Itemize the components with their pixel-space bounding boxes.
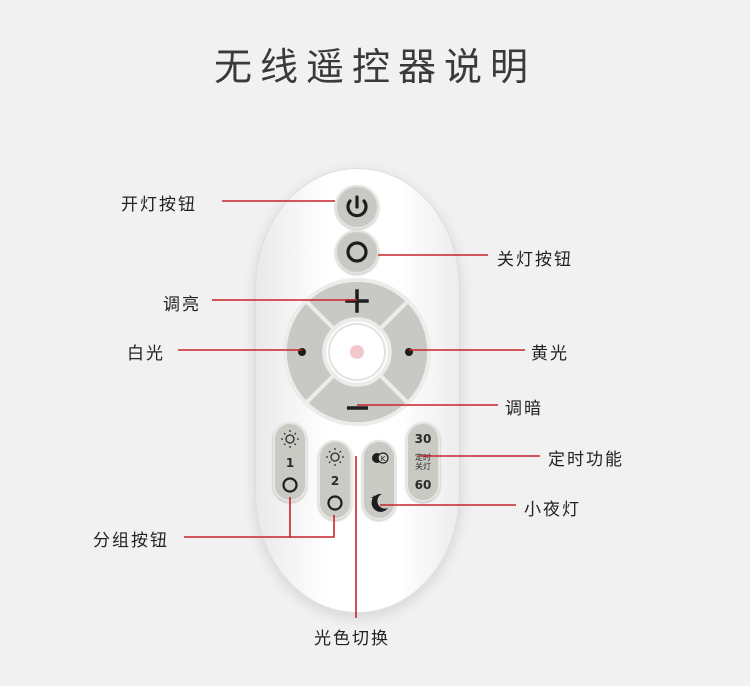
k-symbol: K	[381, 455, 386, 463]
label-dim: 调暗	[505, 399, 543, 419]
page-title: 无线遥控器说明	[213, 45, 536, 89]
group-1-label: 1	[285, 456, 295, 470]
moon-icon[interactable]	[364, 490, 394, 516]
label-yellow-light: 黄光	[531, 344, 569, 364]
color-temperature-icon[interactable]: K	[364, 447, 394, 469]
circle-icon	[327, 495, 343, 511]
circle-icon	[346, 241, 368, 263]
color-switch-night-pill: K	[362, 440, 396, 520]
timer-60-label: 60	[414, 478, 432, 492]
label-color-switch: 光色切换	[314, 629, 390, 649]
sun-icon	[281, 430, 299, 448]
label-brighten: 调亮	[163, 295, 201, 315]
timer-button[interactable]: 30 定时 关灯 60	[406, 422, 440, 502]
timer-line1-label: 定时	[415, 453, 431, 462]
label-white-light: 白光	[127, 344, 165, 364]
label-power-off: 关灯按钮	[497, 250, 573, 270]
timer-30-label: 30	[414, 432, 432, 446]
power-icon	[346, 195, 368, 218]
power-off-button[interactable]	[335, 230, 379, 274]
label-timer: 定时功能	[548, 450, 624, 470]
sun-icon	[326, 448, 344, 466]
label-group-button: 分组按钮	[93, 531, 169, 551]
timer-line2-label: 关灯	[415, 462, 431, 471]
group-2-button[interactable]: 2	[318, 440, 352, 520]
group-2-label: 2	[330, 474, 340, 488]
label-power-on: 开灯按钮	[121, 195, 197, 215]
group-1-button[interactable]: 1	[273, 422, 307, 502]
label-night-light: 小夜灯	[524, 500, 581, 520]
circle-icon	[282, 477, 298, 493]
power-on-button[interactable]	[335, 185, 379, 229]
